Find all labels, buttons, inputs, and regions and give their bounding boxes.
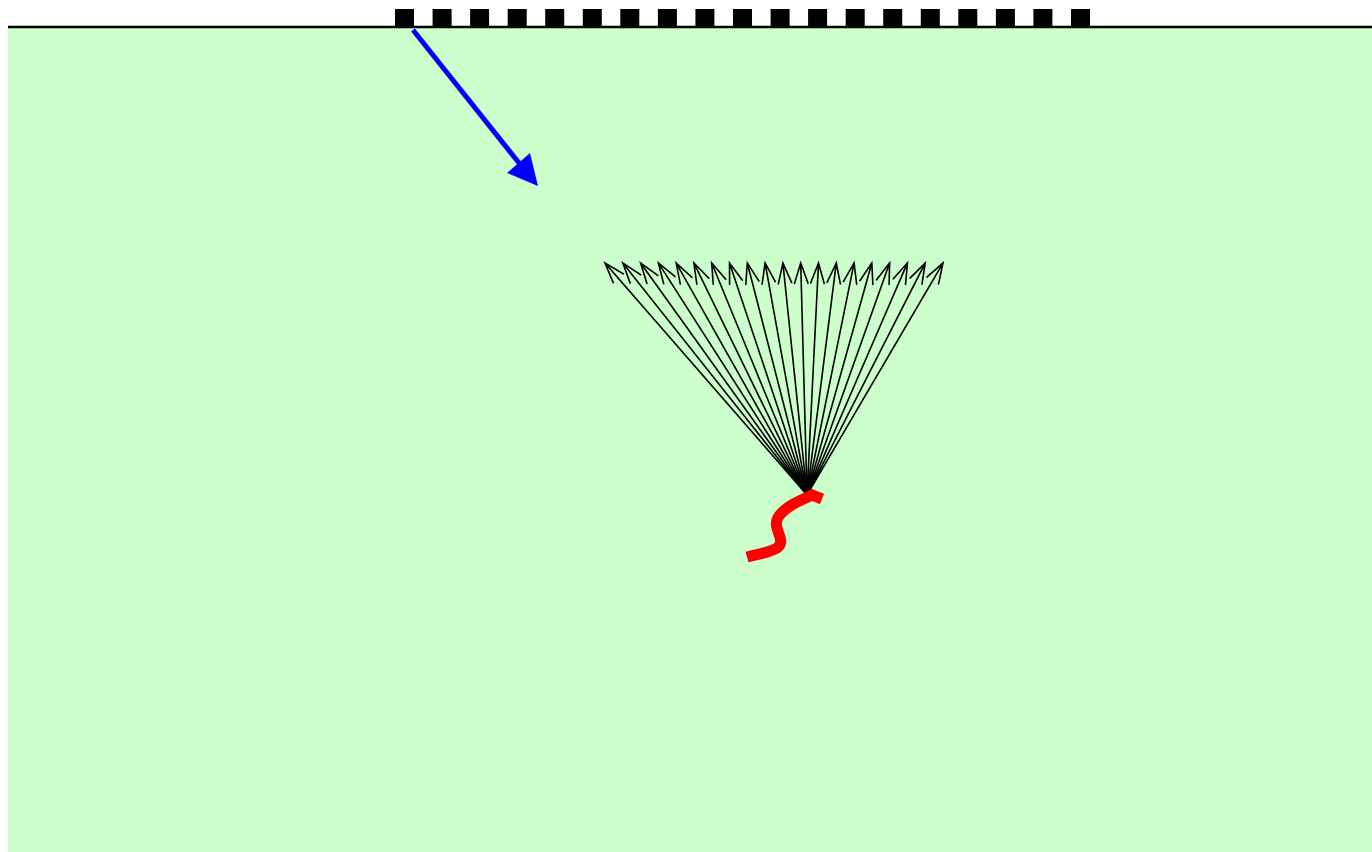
receiver-block — [582, 9, 602, 28]
receiver-block — [883, 9, 903, 28]
source-arrow-shaft — [411, 28, 521, 165]
ray-arrow — [692, 260, 808, 496]
ray-arrow — [806, 260, 909, 496]
ray-arrow — [728, 260, 808, 496]
ray-arrow — [745, 260, 808, 496]
ray-arrow — [806, 260, 858, 496]
ray-arrow — [806, 260, 874, 496]
receiver-block — [395, 9, 414, 28]
receiver-block — [695, 9, 715, 28]
medium-region — [8, 28, 1372, 852]
receiver-block — [620, 9, 640, 28]
ray-arrow — [639, 260, 808, 496]
ray-arrow — [603, 261, 808, 496]
receiver-block — [1071, 9, 1090, 28]
ray-arrow — [710, 260, 808, 496]
receiver-block — [470, 9, 490, 28]
receiver-block — [920, 9, 940, 28]
ray-arrow — [657, 260, 808, 496]
source-arrow-icon — [411, 28, 538, 186]
receiver-block — [507, 9, 527, 28]
receiver-block — [1033, 9, 1053, 28]
ray-arrow — [806, 260, 891, 496]
ray-fan — [603, 260, 945, 496]
ray-arrow — [674, 260, 808, 496]
ray-arrow — [777, 260, 808, 496]
source-arrow-head — [507, 153, 538, 186]
ray-arrow — [806, 260, 945, 496]
ray-arrow — [621, 260, 808, 496]
receiver-block — [657, 9, 677, 28]
receiver-array — [395, 9, 1090, 28]
ray-arrow — [806, 260, 842, 496]
ray-arrow — [793, 260, 809, 496]
ray-arrow — [806, 260, 927, 496]
receiver-block — [432, 9, 452, 28]
receiver-block — [770, 9, 790, 28]
receiver-block — [995, 9, 1015, 28]
ray-arrow — [761, 260, 808, 496]
receiver-block — [958, 9, 978, 28]
receiver-block — [733, 9, 752, 28]
ray-arrow — [806, 260, 826, 496]
receiver-block — [845, 9, 865, 28]
wavelet-trace — [745, 488, 825, 563]
receiver-block — [808, 9, 828, 28]
receiver-block — [545, 9, 565, 28]
